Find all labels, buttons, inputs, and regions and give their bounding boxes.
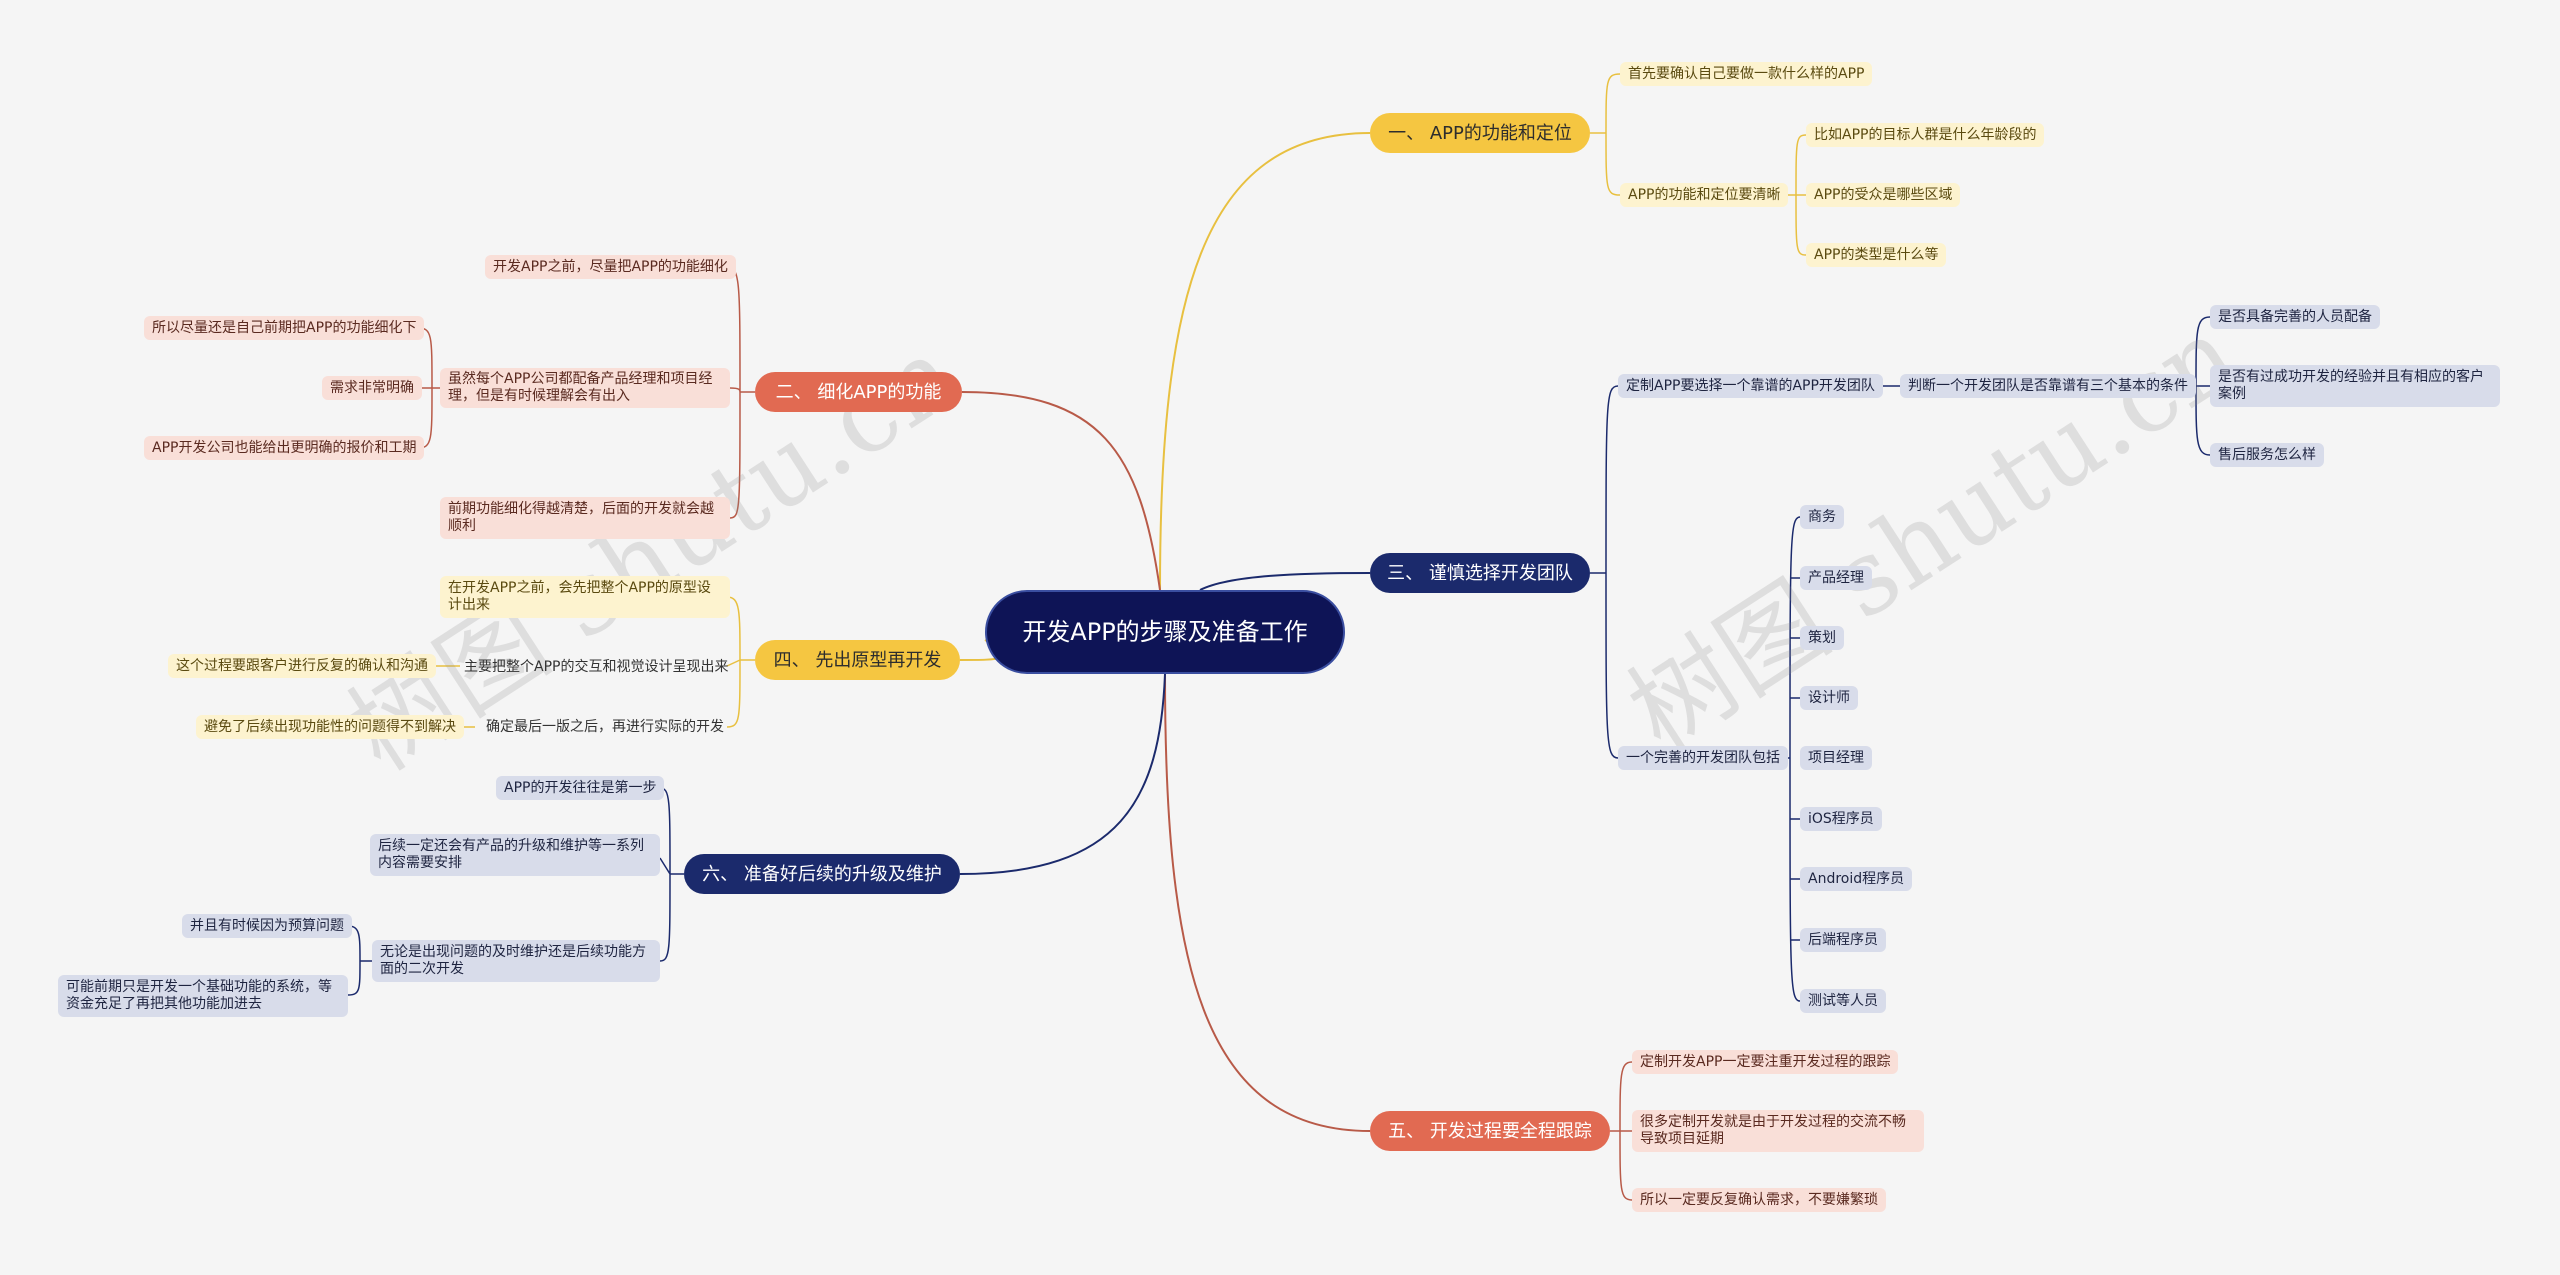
b2-item-last[interactable]: 前期功能细化得越清楚，后面的开发就会越顺利 [440,497,730,539]
b3-member[interactable]: Android程序员 [1800,867,1913,891]
b2-pm-sub-item[interactable]: APP开发公司也能给出更明确的报价和工期 [144,436,425,460]
b6-third-sub[interactable]: 并且有时候因为预算问题 [182,914,352,938]
root-topic[interactable]: 开发APP的步骤及准备工作 [985,590,1345,674]
b1-sub-item[interactable]: APP的类型是什么等 [1806,243,1947,267]
b3-member[interactable]: 项目经理 [1800,746,1872,770]
b4-confirm-sub[interactable]: 避免了后续出现功能性的问题得不到解决 [196,715,464,739]
b1-item-first[interactable]: 首先要确认自己要做一款什么样的APP [1620,62,1873,86]
branch-track-process[interactable]: 五、 开发过程要全程跟踪 [1370,1111,1610,1151]
b2-pm-sub-item[interactable]: 所以尽量还是自己前期把APP的功能细化下 [144,316,425,340]
b3-member[interactable]: 设计师 [1800,686,1858,710]
b5-item[interactable]: 所以一定要反复确认需求，不要嫌繁琐 [1632,1188,1886,1212]
b3-member[interactable]: 后端程序员 [1800,928,1886,952]
b6-item-second[interactable]: 后续一定还会有产品的升级和维护等一系列内容需要安排 [370,834,660,876]
b3-member[interactable]: 产品经理 [1800,566,1872,590]
branch-upgrade-maintain[interactable]: 六、 准备好后续的升级及维护 [684,854,960,894]
b6-item-third[interactable]: 无论是出现问题的及时维护还是后续功能方面的二次开发 [372,940,660,982]
b4-item-main[interactable]: 主要把整个APP的交互和视觉设计呈现出来 [464,658,729,675]
b2-pm-sub-item[interactable]: 需求非常明确 [322,376,422,400]
link-root-b2 [961,391,1161,591]
link-root-b6 [959,673,1166,875]
b4-item-confirm[interactable]: 确定最后一版之后，再进行实际的开发 [486,718,724,735]
b3-member[interactable]: 商务 [1800,505,1844,529]
b3-member[interactable]: iOS程序员 [1800,807,1882,831]
link-root-b3 [1199,572,1371,591]
watermark-right: 树图 shutu.cn [1608,292,2258,775]
b4-item-first[interactable]: 在开发APP之前，会先把整个APP的原型设计出来 [440,576,730,618]
b1-sub-item[interactable]: 比如APP的目标人群是什么年龄段的 [1806,123,2045,147]
b3-member[interactable]: 策划 [1800,626,1844,650]
branch-prototype-first[interactable]: 四、 先出原型再开发 [755,640,960,680]
b1-sub-item[interactable]: APP的受众是哪些区域 [1806,183,1961,207]
b3-item-team[interactable]: 定制APP要选择一个靠谱的APP开发团队 [1618,374,1883,398]
b4-main-sub[interactable]: 这个过程要跟客户进行反复的确认和沟通 [168,654,436,678]
b3-item-judge[interactable]: 判断一个开发团队是否靠谱有三个基本的条件 [1900,374,2196,398]
b6-item-first[interactable]: APP的开发往往是第一步 [496,776,665,800]
b5-item[interactable]: 定制开发APP一定要注重开发过程的跟踪 [1632,1050,1899,1074]
b2-item-first[interactable]: 开发APP之前，尽量把APP的功能细化 [485,255,736,279]
b3-member[interactable]: 测试等人员 [1800,989,1886,1013]
b3-item-members[interactable]: 一个完善的开发团队包括 [1618,746,1788,770]
b1-item-clear[interactable]: APP的功能和定位要清晰 [1620,183,1789,207]
branch-function-positioning[interactable]: 一、 APP的功能和定位 [1370,113,1590,153]
b3-condition[interactable]: 售后服务怎么样 [2210,443,2324,467]
b3-condition[interactable]: 是否具备完善的人员配备 [2210,305,2380,329]
link-root-b1 [1159,132,1371,591]
link-root-b5 [1164,673,1371,1132]
branch-choose-team[interactable]: 三、 谨慎选择开发团队 [1370,553,1590,593]
b2-item-pm[interactable]: 虽然每个APP公司都配备产品经理和项目经理，但是有时候理解会有出入 [440,368,730,408]
branch-refine-functions[interactable]: 二、 细化APP的功能 [755,372,962,412]
b5-item[interactable]: 很多定制开发就是由于开发过程的交流不畅导致项目延期 [1632,1110,1924,1152]
b6-third-sub[interactable]: 可能前期只是开发一个基础功能的系统，等资金充足了再把其他功能加进去 [58,975,348,1017]
b3-condition[interactable]: 是否有过成功开发的经验并且有相应的客户案例 [2210,365,2500,407]
